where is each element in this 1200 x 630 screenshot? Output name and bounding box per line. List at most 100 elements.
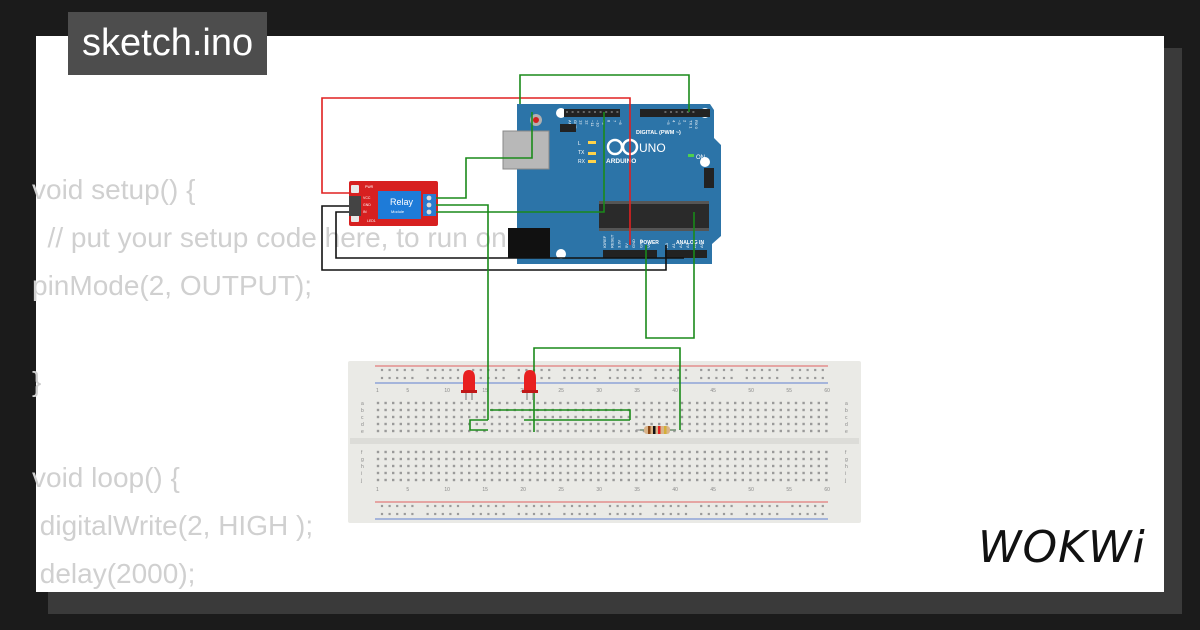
resistor bbox=[636, 426, 676, 434]
breadboard-hole bbox=[384, 464, 387, 468]
breadboard-hole bbox=[756, 415, 760, 419]
breadboard-hole bbox=[574, 450, 577, 454]
breadboard-rail-hole bbox=[700, 512, 703, 516]
breadboard-hole bbox=[680, 401, 684, 405]
breadboard-hole bbox=[384, 401, 387, 405]
usb-port bbox=[502, 130, 550, 170]
breadboard-rail-hole bbox=[760, 504, 764, 508]
breadboard-rail-hole bbox=[494, 504, 498, 508]
breadboard-hole bbox=[589, 415, 592, 419]
breadboard-rail-hole bbox=[669, 376, 672, 380]
breadboard-rail-hole bbox=[662, 376, 665, 380]
breadboard-hole bbox=[787, 478, 790, 482]
breadboard-hole bbox=[711, 464, 714, 468]
breadboard-hole bbox=[696, 408, 699, 412]
breadboard-rail-hole bbox=[715, 376, 718, 380]
breadboard-rail-hole bbox=[722, 512, 726, 516]
breadboard-hole bbox=[437, 415, 440, 419]
breadboard-hole bbox=[407, 415, 410, 419]
breadboard-hole bbox=[650, 457, 653, 461]
breadboard-rail-hole bbox=[821, 368, 824, 372]
breadboard-hole bbox=[779, 408, 782, 412]
breadboard-hole bbox=[817, 450, 820, 454]
breadboard-rail-hole bbox=[677, 368, 680, 372]
breadboard-hole bbox=[779, 457, 782, 461]
breadboard-rail-hole bbox=[631, 376, 634, 380]
breadboard-hole bbox=[536, 464, 539, 468]
breadboard-hole bbox=[658, 457, 661, 461]
breadboard-hole bbox=[665, 450, 668, 454]
relay-module: Relay Module PWR VCC GND IN LED1 bbox=[349, 181, 438, 226]
code-line: } bbox=[32, 366, 42, 397]
breadboard-hole bbox=[589, 422, 592, 426]
uno-pin-label: 2 bbox=[683, 120, 688, 123]
breadboard-hole bbox=[688, 408, 691, 412]
breadboard-hole bbox=[430, 415, 433, 419]
breadboard-hole bbox=[749, 450, 752, 454]
breadboard-rail-hole bbox=[798, 512, 802, 516]
breadboard-hole bbox=[665, 478, 668, 482]
breadboard-hole bbox=[825, 471, 828, 475]
breadboard-rail-hole bbox=[684, 376, 688, 380]
breadboard-hole bbox=[468, 401, 471, 405]
breadboard-hole bbox=[802, 464, 805, 468]
code-line: digitalWrite(2, HIGH ); bbox=[32, 510, 314, 541]
breadboard-hole bbox=[650, 450, 653, 454]
breadboard-hole bbox=[779, 429, 782, 433]
breadboard-hole bbox=[399, 464, 402, 468]
breadboard-hole bbox=[437, 457, 440, 461]
breadboard-hole bbox=[597, 478, 600, 482]
breadboard-hole bbox=[658, 415, 661, 419]
breadboard-rail-hole bbox=[662, 368, 665, 372]
uno-pin-label: ~11 bbox=[590, 120, 595, 127]
breadboard-hole bbox=[513, 471, 516, 475]
breadboard-hole bbox=[658, 450, 661, 454]
breadboard-hole bbox=[392, 415, 395, 419]
breadboard-hole bbox=[452, 478, 456, 482]
breadboard-hole bbox=[726, 471, 729, 475]
breadboard-column-number: 45 bbox=[710, 487, 716, 493]
breadboard-rail-hole bbox=[608, 376, 612, 380]
breadboard-row-letter: a bbox=[361, 401, 364, 407]
breadboard-hole bbox=[673, 471, 676, 475]
breadboard-hole bbox=[711, 415, 714, 419]
breadboard-rail-hole bbox=[578, 512, 581, 516]
breadboard-hole bbox=[566, 401, 570, 405]
breadboard-hole bbox=[452, 401, 456, 405]
breadboard-hole bbox=[376, 415, 380, 419]
wire-green-pin2 bbox=[519, 74, 690, 112]
breadboard-hole bbox=[445, 471, 448, 475]
breadboard-hole bbox=[445, 478, 448, 482]
breadboard-rail-hole bbox=[449, 368, 452, 372]
breadboard-hole bbox=[635, 471, 638, 475]
wires bbox=[321, 74, 695, 432]
breadboard-hole bbox=[376, 471, 380, 475]
breadboard-rail-hole bbox=[449, 376, 452, 380]
breadboard-hole bbox=[696, 464, 699, 468]
breadboard-rail-hole bbox=[434, 368, 437, 372]
relay-sublabel: Module bbox=[391, 209, 405, 214]
breadboard-row-letter: i bbox=[361, 471, 362, 477]
breadboard-rail-hole bbox=[745, 504, 748, 508]
breadboard-hole bbox=[817, 457, 820, 461]
breadboard-hole bbox=[414, 415, 418, 419]
breadboard-hole bbox=[399, 422, 402, 426]
breadboard-hole bbox=[642, 422, 646, 426]
breadboard-hole bbox=[825, 478, 828, 482]
breadboard-hole bbox=[452, 457, 456, 461]
breadboard-rail-hole bbox=[806, 504, 809, 508]
breadboard-hole bbox=[794, 450, 798, 454]
breadboard-column-number: 35 bbox=[634, 487, 640, 493]
breadboard-hole bbox=[513, 457, 516, 461]
breadboard-rail-hole bbox=[662, 504, 665, 508]
breadboard-hole bbox=[528, 471, 532, 475]
breadboard-hole bbox=[635, 429, 638, 433]
breadboard-hole bbox=[794, 471, 798, 475]
breadboard-hole bbox=[566, 415, 570, 419]
breadboard-hole bbox=[810, 464, 813, 468]
breadboard-rail-hole bbox=[753, 504, 756, 508]
breadboard-hole bbox=[483, 478, 486, 482]
breadboard-hole bbox=[650, 471, 653, 475]
breadboard-column-number: 50 bbox=[748, 388, 754, 394]
breadboard-hole bbox=[452, 429, 456, 433]
